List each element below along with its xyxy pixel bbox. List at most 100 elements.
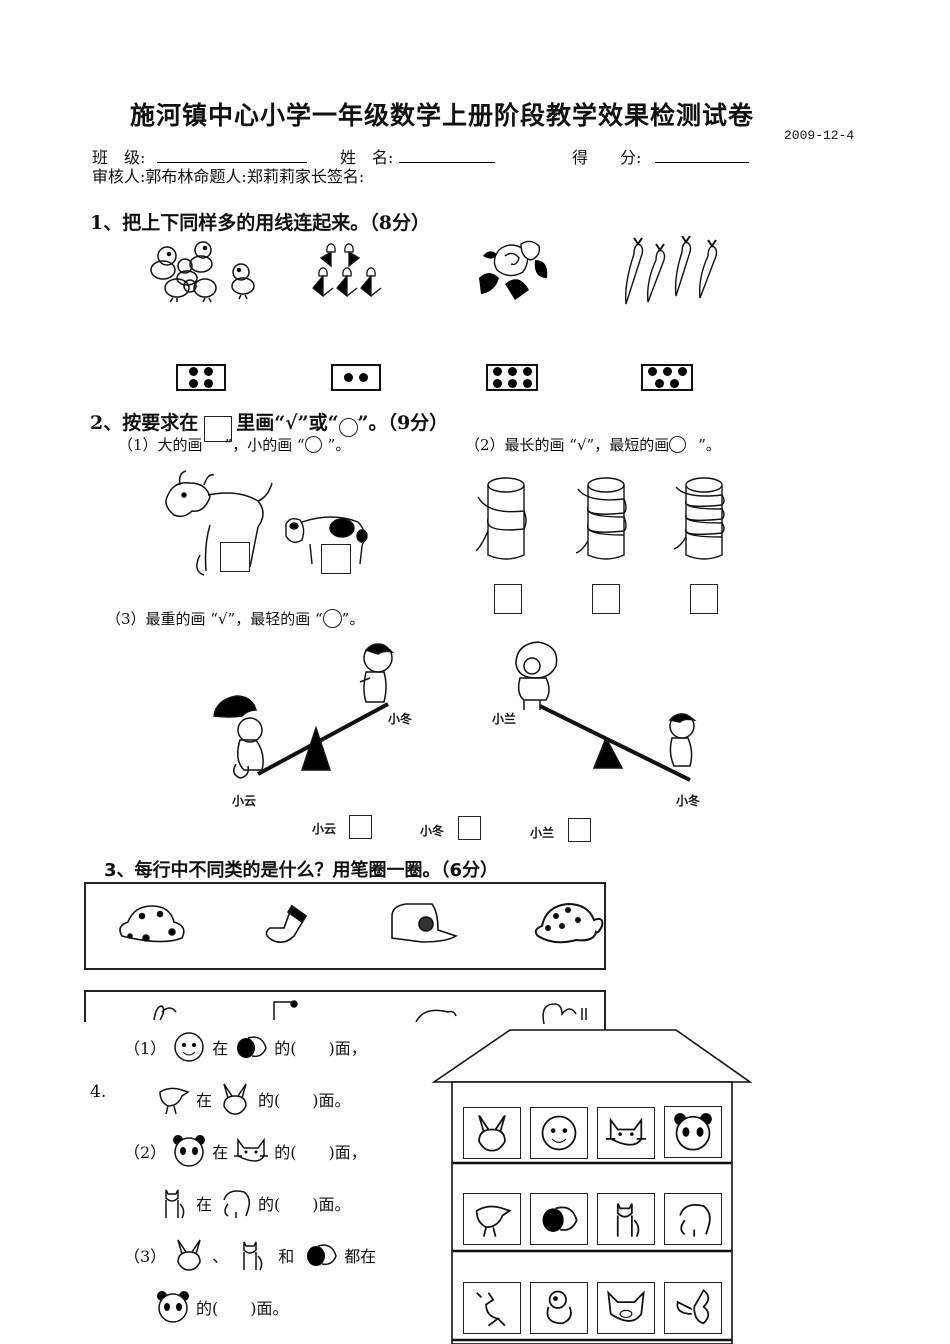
seesaw2-low-name: 小冬 [676,794,701,808]
reviewer-label: 审核人: [92,167,146,186]
dot-card-5 [641,364,693,391]
xiaoyun-answer-box[interactable] [349,815,372,839]
q4-line-1: （1） 在 的( )面， [124,1030,367,1064]
q4-line-4: 在 的( )面。 [150,1186,351,1220]
room-deer [463,1282,521,1334]
q3-title: 3、每行中不同类的是什么？用笔圈一圈。（6分） [104,860,499,881]
q2-title-c: ”。（9分） [357,412,449,434]
room-butterfly [664,1282,722,1334]
monkey-icon [174,1032,204,1062]
xiaodong-answer-box[interactable] [458,816,481,840]
big-cow-icon [160,465,280,580]
cylinder-2-answer-box[interactable] [494,584,522,614]
room-chick [463,1193,521,1245]
q2-title-b: 里画“√”或“ [236,412,339,434]
author-name: 郑莉莉 [246,167,295,186]
room-panda [664,1106,722,1158]
q2-part2-instruction: （2）最长的画 “√”，最短的画 ”。 [465,436,721,454]
score-blank[interactable] [654,148,749,163]
cylinder-4-coils-icon [674,475,734,565]
kitten-icon [165,1189,185,1219]
big-cow-answer-box[interactable] [220,542,250,572]
answer-label-xiaolan: 小兰 [530,826,555,840]
elephant-icon [223,1190,251,1218]
cylinder-3-coils-icon [576,475,636,565]
sock-icon[interactable] [262,902,320,946]
seesaw-2-illustration [510,640,720,790]
q2-part3-instruction: （3）最重的画 “√”，最轻的画 “ ”。 [106,609,365,628]
q3-row-2 [84,990,606,1032]
author-label: 命题人: [193,167,247,186]
cylinder-2-coils-icon [476,475,536,565]
square-symbol [204,416,233,442]
q2-part1-instruction: （1）大的画 ”，小的画 “ ”。 [118,436,351,454]
dot-card-2 [331,364,381,391]
seesaw1-high-name: 小冬 [388,712,413,726]
q2-title-a: 2、按要求在 [90,412,199,434]
room-pig [597,1282,655,1334]
kitten-icon [243,1241,263,1271]
panda-icon [173,1135,206,1167]
score-label: 得 分: [572,148,642,167]
roses-icon [475,238,553,302]
q4-line-5: （3） 、 和 都在 [124,1238,376,1272]
room-duckling [530,1282,588,1334]
exam-date: 2009-12-4 [784,128,855,143]
seesaw1-low-name: 小云 [232,794,257,808]
cap-icon[interactable] [388,900,460,948]
room-rabbit [463,1107,521,1159]
rabbit-icon [223,1083,247,1115]
dot-card-6 [486,364,538,391]
dot-card-4 [176,364,226,391]
room-kitten [597,1193,655,1245]
seesaw2-high-name: 小兰 [492,712,517,726]
room-dog [530,1193,588,1245]
q2-title: 2、按要求在 里画“√”或“ ”。（9分） [90,408,448,442]
circle-symbol [669,436,687,453]
q4-line-2: 在 的( )面。 [150,1082,351,1116]
hat-icon[interactable] [116,900,190,948]
xiaolan-answer-box[interactable] [568,818,591,842]
room-elephant [664,1193,722,1245]
q4-number: 4. [90,1082,107,1102]
reviewer-name: 郭布林 [145,167,194,186]
cylinder-3-answer-box[interactable] [592,584,620,614]
parent-signature-label: 家长签名: [294,167,365,186]
animal-icon[interactable] [410,1006,460,1022]
score-field: 得 分: [572,144,749,168]
class-blank[interactable] [156,148,307,163]
dog-icon [307,1244,338,1266]
dog-icon [237,1036,267,1058]
answer-label-xiaodong: 小冬 [420,824,445,838]
cat-icon [234,1137,269,1162]
name-blank[interactable] [398,148,495,163]
room-cat [597,1107,655,1159]
chicks-icon [145,238,263,303]
circle-symbol [338,418,358,437]
q1-title: 1、把上下同样多的用线连起来。（8分） [90,212,430,234]
name-label: 姓 名: [340,148,394,167]
reviewer-line: 审核人:郭布林命题人:郑莉莉家长签名: [92,163,364,187]
circle-symbol [304,436,322,453]
name-field: 姓 名: [340,144,495,168]
small-cow-answer-box[interactable] [321,544,351,574]
carrots-icon [624,236,724,306]
seesaw-1-illustration [200,640,400,790]
rabbit-icon[interactable] [150,1002,180,1020]
animal-icon[interactable] [540,1000,590,1024]
tulips-icon [312,240,392,300]
sunhat-icon[interactable] [532,898,604,948]
q4-line-6: 的( )面。 [150,1290,289,1324]
rabbit-icon [177,1239,201,1271]
q3-row-1 [84,882,606,970]
panda-icon [157,1291,189,1323]
chick-icon [159,1087,190,1115]
dog-icon[interactable] [270,998,300,1020]
q4-left-panel [0,1022,430,1344]
answer-label-xiaoyun: 小云 [312,822,337,836]
page-title: 施河镇中心小学一年级数学上册阶段教学效果检测试卷 [130,101,755,130]
class-field: 班 级: [92,144,307,168]
cylinder-4-answer-box[interactable] [690,584,718,614]
room-monkey [530,1107,588,1159]
class-label: 班 级: [92,148,146,167]
